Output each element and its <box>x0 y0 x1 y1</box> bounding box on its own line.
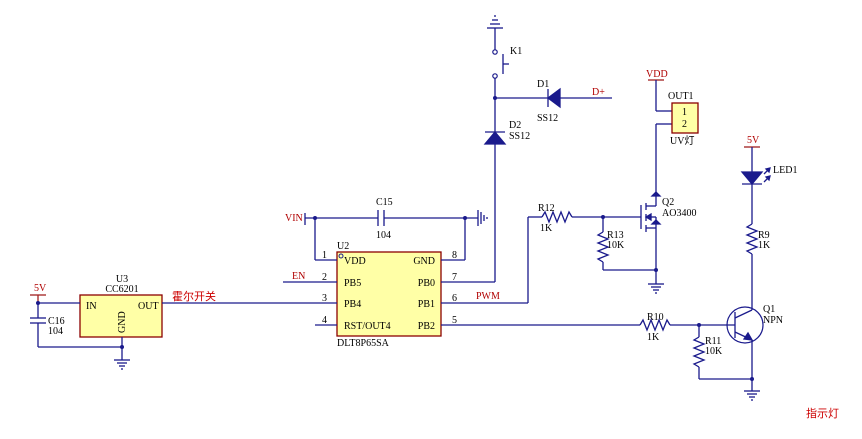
out1-ref: OUT1 <box>668 91 694 102</box>
net-vdd-label: VDD <box>646 69 668 80</box>
c15-value: 104 <box>376 230 391 241</box>
out1-connector: OUT1 1 2 UV灯 <box>668 91 699 147</box>
q1-ref: Q1 <box>763 304 775 315</box>
r11-ref: R11 <box>705 336 721 347</box>
c15-capacitor: C15 104 <box>376 197 393 241</box>
led1-ref: LED1 <box>773 165 797 176</box>
u2-pin-num-3: 3 <box>322 293 327 304</box>
net-pwm-label: PWM <box>476 291 500 302</box>
d1-diode: D1 SS12 <box>537 79 561 124</box>
d2-ref: D2 <box>509 120 521 131</box>
u2-pin-rst: RST/OUT4 <box>344 321 391 332</box>
ground-symbol-u3 <box>114 359 130 370</box>
r12-value: 1K <box>540 223 553 234</box>
r11-resistor: R11 10K <box>692 336 723 368</box>
c16-ref: C16 <box>48 316 65 327</box>
net-5v-left-label: 5V <box>34 283 47 294</box>
u2-pin-gnd: GND <box>413 256 435 267</box>
r12-ref: R12 <box>538 203 555 214</box>
u2-pin-pb0: PB0 <box>418 278 435 289</box>
u2-mcu: U2 DLT8P65SA VDD PB5 PB4 RST/OUT4 GND PB… <box>322 241 457 349</box>
u2-ref: U2 <box>337 241 349 252</box>
c15-ref: C15 <box>376 197 393 208</box>
r9-value: 1K <box>758 240 771 251</box>
note-indicator-label: 指示灯 <box>806 406 839 420</box>
q2-mosfet: Q2 AO3400 <box>640 191 696 232</box>
k1-switch: K1 <box>492 28 522 98</box>
out1-pin-2: 2 <box>682 119 687 130</box>
r10-resistor: R10 1K <box>639 312 671 343</box>
r13-value: 10K <box>607 240 625 251</box>
u2-pin-num-4: 4 <box>322 315 327 326</box>
u2-pin-pb5: PB5 <box>344 278 361 289</box>
d2-part: SS12 <box>509 131 530 142</box>
out1-pin-1: 1 <box>682 107 687 118</box>
u2-pin-num-5: 5 <box>452 315 457 326</box>
u2-pin-num-6: 6 <box>452 293 457 304</box>
r11-value: 10K <box>705 346 723 357</box>
r10-ref: R10 <box>647 312 664 323</box>
q1-part: NPN <box>763 315 783 326</box>
ground-symbol-q2 <box>648 283 664 294</box>
c16-value: 104 <box>48 326 63 337</box>
d1-part: SS12 <box>537 113 558 124</box>
u2-pin-pb2: PB2 <box>418 321 435 332</box>
r9-ref: R9 <box>758 230 770 241</box>
r13-ref: R13 <box>607 230 624 241</box>
ground-symbol-q1 <box>744 390 760 401</box>
net-hall-label: 霍尔开关 <box>172 289 216 303</box>
u3-pin-out: OUT <box>138 301 159 312</box>
r9-resistor: R9 1K <box>745 223 771 255</box>
q1-transistor: Q1 NPN <box>726 304 783 344</box>
u2-pin-vdd: VDD <box>344 256 366 267</box>
u3-part: CC6201 <box>105 284 138 295</box>
net-en-label: EN <box>292 271 305 282</box>
ground-symbol-c15 <box>477 210 488 226</box>
c16-capacitor: C16 104 <box>30 303 65 347</box>
u2-pin-num-8: 8 <box>452 250 457 261</box>
ground-symbol-k1 <box>487 15 503 29</box>
u2-pin-pb1: PB1 <box>418 299 435 310</box>
d1-ref: D1 <box>537 79 549 90</box>
q2-ref: Q2 <box>662 197 674 208</box>
u2-pin-pb4: PB4 <box>344 299 361 310</box>
u2-pin-num-1: 1 <box>322 250 327 261</box>
led1-diode: LED1 <box>740 165 797 186</box>
u3-pin-in: IN <box>86 301 97 312</box>
u3-pin-gnd: GND <box>117 311 128 333</box>
u3-ref: U3 <box>116 274 128 285</box>
net-vin-label: VIN <box>285 213 303 224</box>
k1-ref: K1 <box>510 46 522 57</box>
u2-pin-num-2: 2 <box>322 272 327 283</box>
net-dplus-label: D+ <box>592 87 605 98</box>
out1-label: UV灯 <box>670 135 694 147</box>
d2-diode: D2 SS12 <box>483 120 530 145</box>
q2-part: AO3400 <box>662 208 696 219</box>
r12-resistor: R12 1K <box>538 203 573 234</box>
r10-value: 1K <box>647 332 660 343</box>
u2-pin-num-7: 7 <box>452 272 457 283</box>
r13-resistor: R13 10K <box>596 230 625 263</box>
u3-regulator: U3 CC6201 IN OUT GND <box>79 274 163 338</box>
net-5v-left: 5V <box>30 283 47 303</box>
u2-part: DLT8P65SA <box>337 338 390 349</box>
net-5v-right-label: 5V <box>747 135 760 146</box>
